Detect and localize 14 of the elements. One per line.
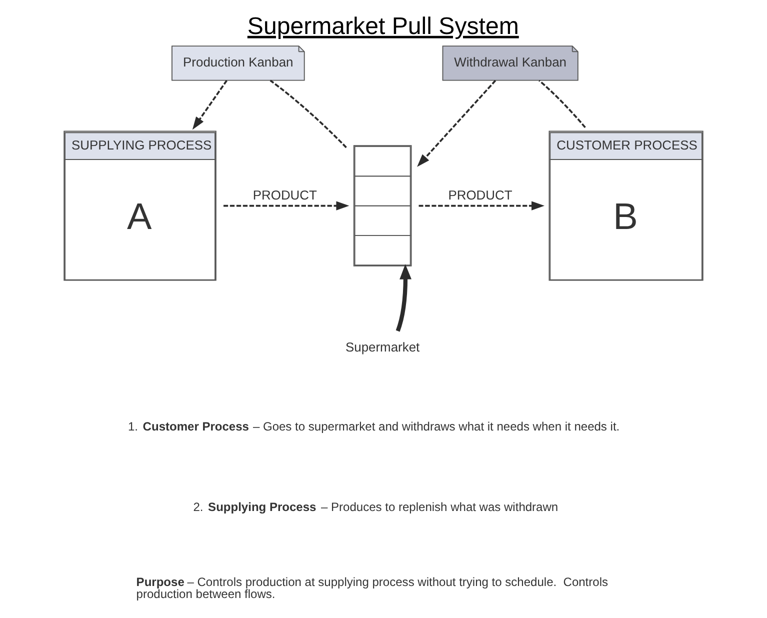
- edge-label: PRODUCT: [252, 187, 317, 202]
- label: 2. Supplying Process – Produces to replenish what was withdrawn: [193, 500, 558, 514]
- edge-label: PRODUCT: [448, 187, 512, 202]
- connector: [538, 80, 586, 128]
- label: Purpose – Controls production at supplying process without trying to schedule. Controls production between flows.: [136, 575, 608, 602]
- label: 1. Customer Process – Goes to supermarket and withdraws what it needs when it needs it.: [128, 420, 620, 434]
- arrow: [192, 80, 228, 130]
- arrow: [396, 264, 412, 332]
- arrow: [418, 201, 544, 210]
- arrow: [417, 80, 496, 167]
- diagram-title: Supermarket Pull System: [247, 12, 519, 40]
- arrow: [224, 201, 350, 210]
- node-text: Supermarket: [345, 339, 420, 354]
- connector: [270, 80, 347, 148]
